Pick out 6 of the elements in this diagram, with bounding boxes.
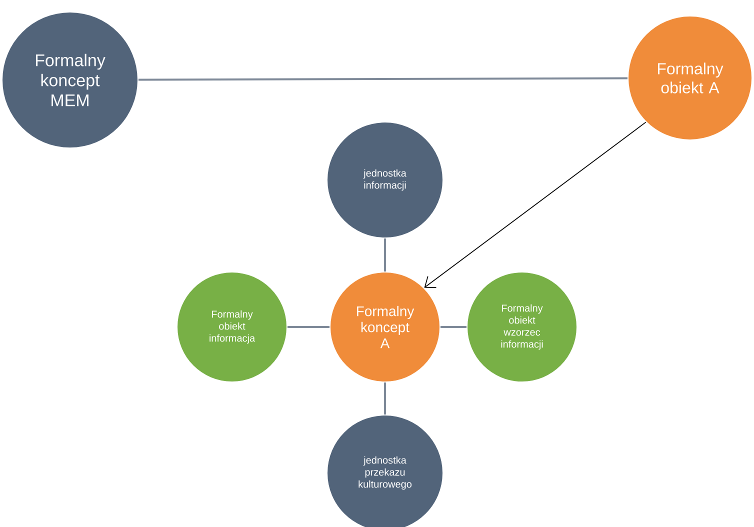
connector-line [384, 382, 386, 414]
connector-line [138, 77, 628, 81]
arrow [424, 122, 646, 288]
connector-line [288, 326, 330, 328]
connector-line [384, 238, 386, 272]
connector-line [440, 326, 466, 328]
